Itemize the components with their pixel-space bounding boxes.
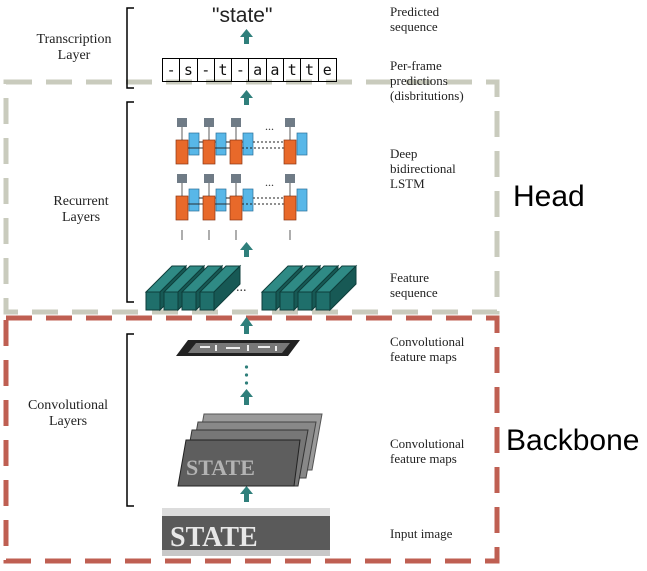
- feature-slab-front: [199, 291, 215, 311]
- feature-slab: [198, 264, 242, 312]
- lstm-backward-cell: [242, 188, 254, 212]
- arrow-icon: [240, 389, 253, 405]
- lstm-backward-cell: [215, 132, 227, 156]
- stack-text: STATE: [186, 455, 255, 480]
- conv-feature-map-small: [176, 340, 300, 356]
- lstm-backward-cell: [296, 188, 308, 212]
- convolutional-bracket: [126, 333, 134, 507]
- input-image: STATE: [162, 508, 330, 556]
- lstm-grid: [175, 118, 308, 240]
- transcription-layer-label: Transcription Layer: [36, 32, 112, 63]
- lstm-forward-cell: [283, 139, 297, 165]
- input-image-label: Input image: [390, 526, 453, 541]
- feature-slab-front: [181, 291, 197, 311]
- feature-slab-front: [315, 291, 331, 311]
- predicted-sequence-label: Predicted sequence: [390, 4, 440, 34]
- lstm-output-node: [285, 118, 295, 127]
- frame-cell: s: [180, 59, 198, 81]
- conv-feature-maps-top-label: Convolutional feature maps: [390, 334, 465, 364]
- per-frame-predictions-label: Per-frame predictions (disbritutions): [390, 58, 464, 103]
- lstm-backward-cell: [242, 132, 254, 156]
- lstm-output-node: [204, 174, 214, 183]
- head-label: Head: [513, 180, 585, 213]
- feature-slab-front: [261, 291, 277, 311]
- predicted-word: "state": [212, 4, 273, 27]
- frame-cell: -: [232, 59, 250, 81]
- frame-cell: a: [249, 59, 267, 81]
- input-image-text: STATE: [170, 522, 258, 553]
- feature-sequence-label: Feature sequence: [390, 270, 438, 300]
- lstm-backward-cell: [188, 188, 200, 212]
- lstm-ellipsis-top: ...: [265, 119, 274, 133]
- frame-cell: a: [267, 59, 285, 81]
- frame-cell: -: [163, 59, 181, 81]
- lstm-forward-cell: [202, 139, 216, 165]
- feature-slab-front: [163, 291, 179, 311]
- lstm-backward-cell: [296, 132, 308, 156]
- arrow-icon: [240, 317, 253, 334]
- lstm-forward-cell: [202, 195, 216, 221]
- feature-slab: [314, 264, 358, 312]
- lstm-backward-cell: [188, 132, 200, 156]
- arrow-icon: [240, 486, 253, 502]
- backbone-label: Backbone: [506, 424, 640, 457]
- lstm-forward-cell: [229, 139, 243, 165]
- conv-feature-maps-stack: STATE: [177, 413, 323, 487]
- frame-cell: t: [301, 59, 319, 81]
- feature-slab-front: [279, 291, 295, 311]
- lstm-output-node: [231, 118, 241, 127]
- convolutional-layers-label: Convolutional Layers: [27, 398, 109, 429]
- lstm-forward-cell: [229, 195, 243, 221]
- lstm-output-node: [177, 118, 187, 127]
- frame-cell: t: [215, 59, 233, 81]
- feature-sequence: [144, 264, 358, 312]
- conv-feature-maps-bottom-label: Convolutional feature maps: [390, 436, 465, 466]
- dotted-connector: [244, 365, 249, 385]
- lstm-output-node: [204, 118, 214, 127]
- lstm-backward-cell: [215, 188, 227, 212]
- lstm-forward-cell: [283, 195, 297, 221]
- recurrent-bracket: [126, 101, 134, 303]
- feature-slab-front: [145, 291, 161, 311]
- lstm-forward-cell: [175, 139, 189, 165]
- recurrent-layers-label: Recurrent Layers: [53, 194, 109, 225]
- arrow-icon: [240, 29, 253, 44]
- frame-cell: -: [198, 59, 215, 81]
- head-region-box: [3, 79, 500, 315]
- lstm-output-node: [231, 174, 241, 183]
- lstm-output-node: [285, 174, 295, 183]
- lstm-output-node: [177, 174, 187, 183]
- lstm-forward-cell: [175, 195, 189, 221]
- frame-cell: e: [322, 61, 332, 79]
- frame-cell: t: [284, 59, 302, 81]
- feature-slab-front: [297, 291, 313, 311]
- lstm-ellipsis-mid: ...: [265, 175, 274, 189]
- arrow-icon: [240, 90, 253, 105]
- lstm-label: Deep bidirectional LSTM: [390, 146, 456, 191]
- transcription-bracket: [126, 7, 134, 89]
- feature-ellipsis: ...: [236, 280, 247, 295]
- arrow-icon: [240, 242, 253, 257]
- backbone-region-box: [3, 315, 500, 564]
